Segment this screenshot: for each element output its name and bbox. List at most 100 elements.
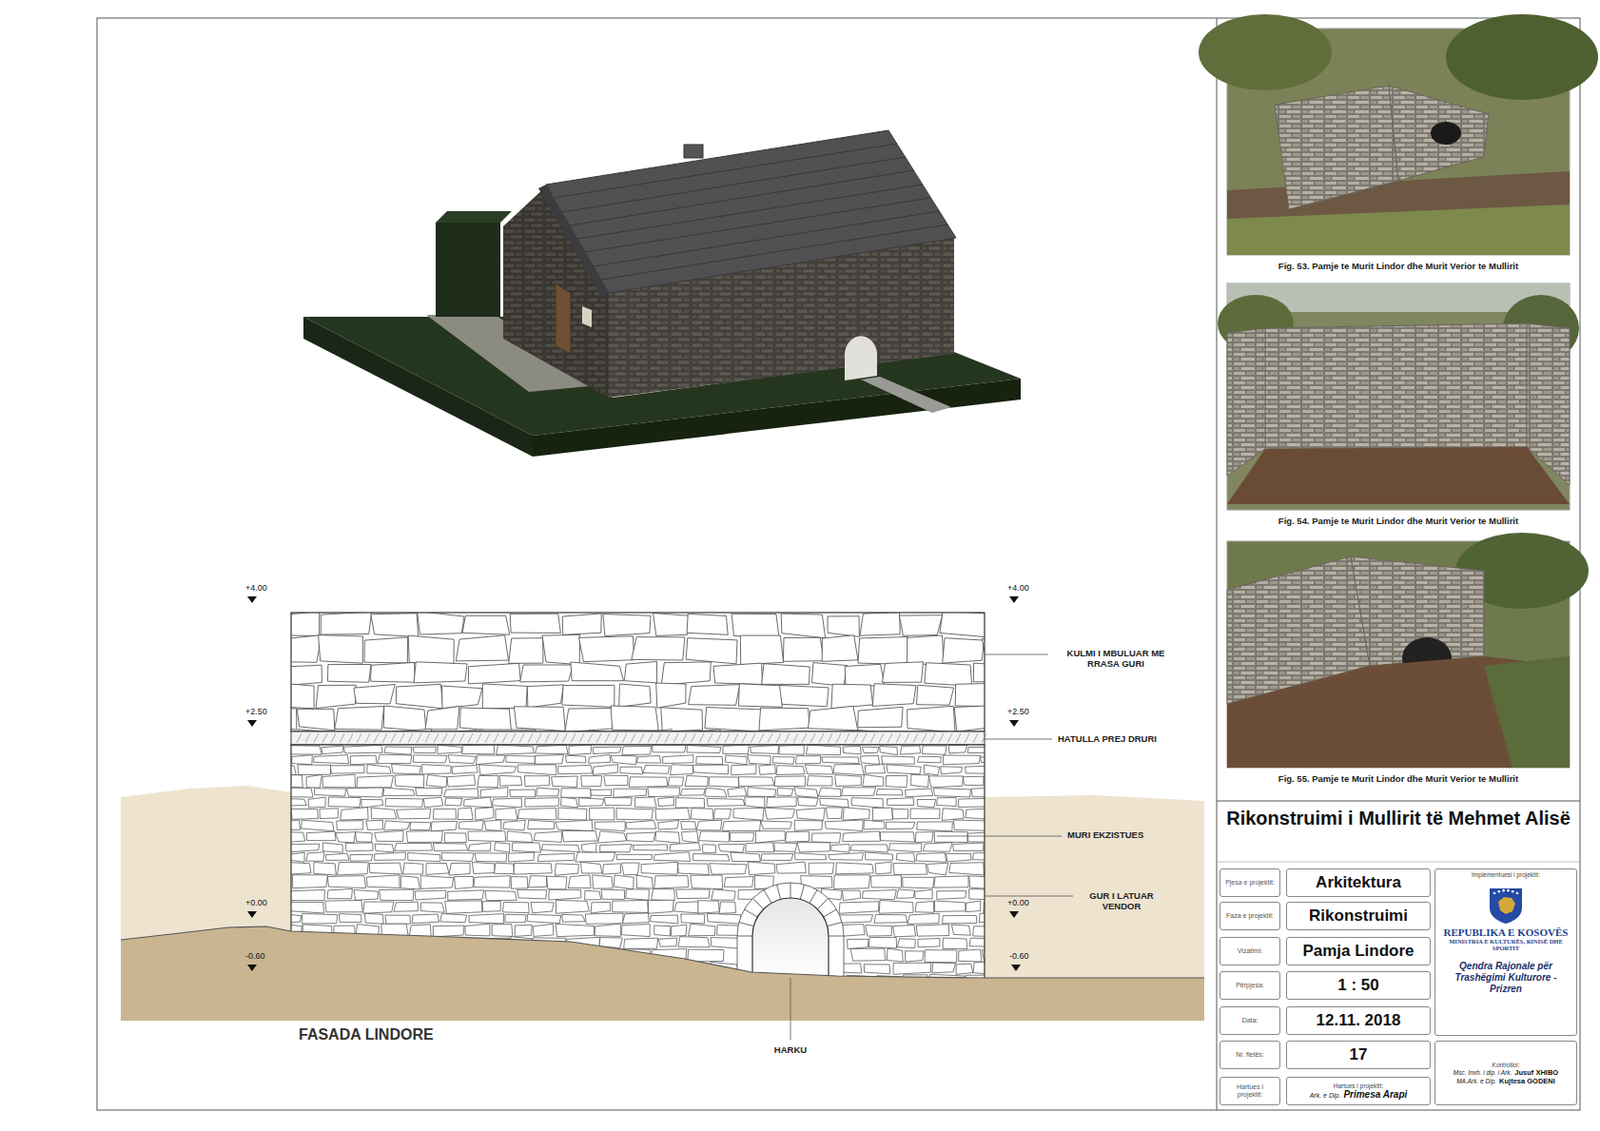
text-row: Faza e projektit: (1226, 912, 1274, 920)
timber-beam (348, 733, 353, 743)
wall-stone (824, 819, 863, 832)
wall-stone (502, 901, 529, 913)
wall-stone (693, 854, 730, 862)
wall-stone (652, 744, 686, 753)
node-text: Pjesa e projektit: (1225, 878, 1275, 887)
roof-stone-slab (364, 637, 409, 664)
wall-stone (828, 853, 864, 861)
sheet-frame (97, 18, 1581, 1111)
site-photo (1430, 121, 1462, 145)
timber-beam (587, 733, 593, 743)
timber-beam (416, 733, 422, 743)
facade-wall (291, 612, 985, 732)
timber-beam (373, 733, 379, 743)
wall-stone (862, 774, 884, 786)
arch-voussoir (737, 882, 844, 980)
wall-stone (967, 746, 985, 753)
node-text: MINISTRIA E KULTURËS, RINISË DHE SPORTIT (1438, 937, 1574, 952)
wall-stone (850, 948, 886, 961)
wall-stone (647, 899, 674, 914)
wall-stone (471, 862, 495, 875)
site-photo (1227, 204, 1570, 255)
timber-beam (819, 733, 824, 743)
model-3d-view (303, 130, 1021, 457)
wall-stone (864, 764, 885, 775)
wall-stone (445, 798, 463, 806)
wall-stone (927, 862, 949, 876)
timber-beam (673, 733, 679, 743)
ground-soil (120, 926, 1205, 1021)
timber-beam (647, 733, 653, 743)
wall-stone (687, 949, 724, 962)
timber-beam (699, 733, 704, 743)
roof-stone-slab (653, 613, 690, 637)
wall-stone (708, 777, 740, 788)
field-value-cell: 17 (1286, 1040, 1431, 1070)
wall-stone (541, 844, 580, 853)
wall-stone (291, 843, 320, 853)
wall-stone (654, 876, 689, 890)
roof-stone-slab (455, 635, 508, 662)
level-marker (247, 720, 257, 727)
roof-stone-slab (907, 635, 944, 664)
leader-line (936, 836, 1062, 838)
node-text: Data: (1242, 1016, 1259, 1025)
node-text: 1 : 50 (1337, 975, 1379, 996)
wall-stone (669, 842, 701, 852)
callout-label: HARKU (761, 1044, 820, 1055)
model-3d-view (553, 143, 948, 280)
field-value-cell: Rikonstruimi (1286, 901, 1431, 931)
model-3d-view (860, 376, 952, 413)
node-text: 12.11. 2018 (1316, 1011, 1402, 1031)
text-row: Kontrolloi: (1492, 1061, 1521, 1069)
wall-stone (612, 899, 649, 913)
level-mark: +0.00 (245, 897, 284, 909)
wall-stone (973, 961, 985, 975)
wall-stone (581, 842, 597, 853)
wall-stone (374, 852, 407, 860)
wall-stone (551, 776, 579, 788)
wall-stone (962, 776, 984, 786)
timber-beam (545, 733, 550, 743)
wall-stone (776, 765, 805, 776)
arch-voussoir (790, 882, 792, 898)
wall-stone (755, 831, 785, 844)
node-text: Arkitektura (1315, 873, 1402, 893)
wall-stone (956, 963, 974, 975)
wall-stone (383, 787, 415, 796)
wall-stone (899, 745, 920, 755)
node-text: Nr. fletës: (1235, 1051, 1265, 1059)
roof-stone-slab (685, 638, 738, 664)
timber-beam (365, 733, 371, 743)
roof-stone-slab (520, 664, 574, 683)
level-mark: +4.00 (245, 583, 284, 594)
site-photo (1227, 171, 1570, 255)
wall-stone (658, 797, 675, 807)
field-label-cell: Përpjesa: (1219, 971, 1281, 1000)
field-value-cell: 1 : 50 (1286, 971, 1431, 1000)
timber-beam (690, 733, 696, 743)
timber-beam (468, 733, 473, 743)
wall-stone (669, 764, 693, 776)
level-mark: -0.60 (1009, 951, 1048, 962)
wall-stone (804, 764, 834, 775)
timber-beam (827, 733, 833, 743)
emblem-star (1506, 889, 1510, 893)
wall-stone (655, 807, 690, 820)
wall-stone (886, 764, 921, 775)
wall-stone (842, 807, 870, 820)
wall-stone (506, 755, 536, 764)
wall-stone (760, 820, 793, 829)
node-text: REPUBLIKA E KOSOVËS (1443, 926, 1569, 938)
wall-stone (291, 798, 307, 806)
roof-stone-slab (872, 683, 917, 707)
wall-stone (692, 764, 729, 775)
wall-stone (634, 797, 657, 808)
wall-stone (798, 797, 819, 807)
callout-label: HATULLA PREJ DRURI (1057, 733, 1210, 744)
wall-stone (628, 777, 668, 788)
wall-stone (327, 889, 352, 899)
wall-stone (495, 807, 518, 820)
roof-stone-slab (413, 662, 468, 683)
emblem-star (1498, 890, 1502, 894)
